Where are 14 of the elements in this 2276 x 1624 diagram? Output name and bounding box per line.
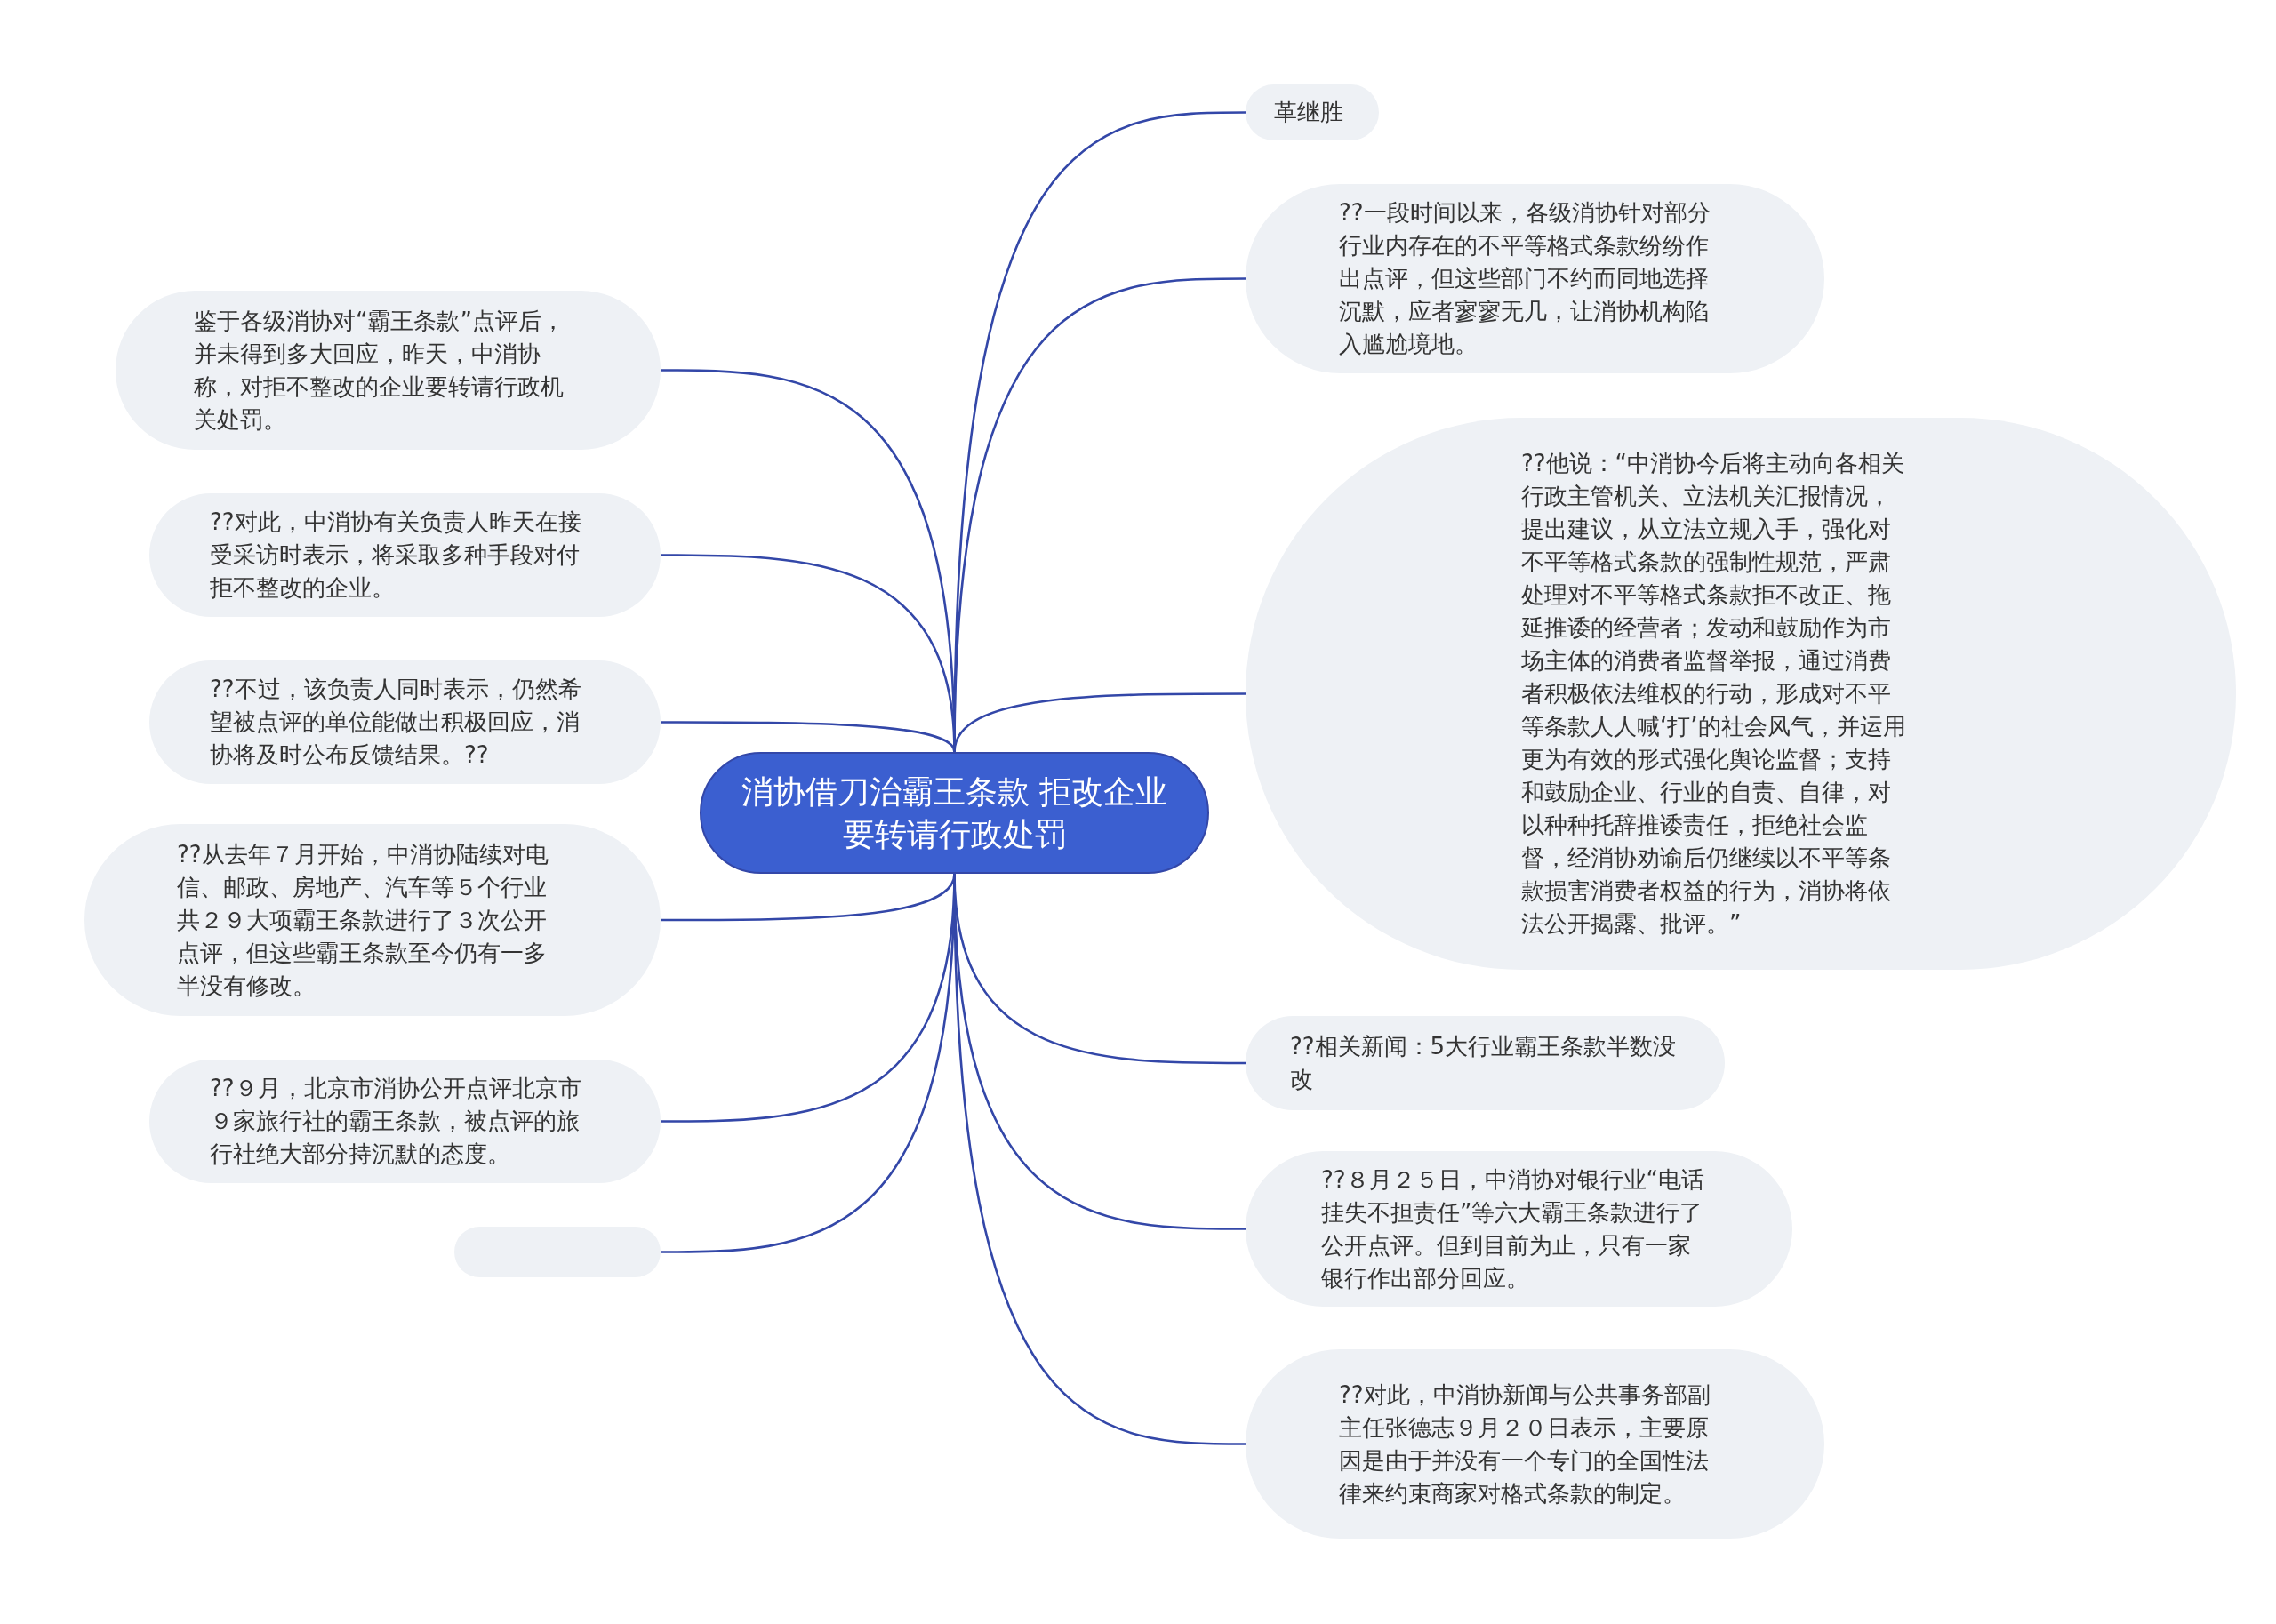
topic-text: 革继胜 <box>1274 98 1344 127</box>
topic-text: ??８月２５日，中消协对银行业“电话挂失不担责任”等六大霸王条款进行了公开点评。但到目前为止，只有一家银行作出部分回应。 <box>1321 1164 1706 1293</box>
topic-title: 消协借刀治霸王条款 拒改企业要转请行政处罚 <box>740 772 1169 854</box>
topic-text: 鉴于各级消协对“霸王条款”点评后，并未得到多大回应，昨天，中消协称，对拒不整改的企业要转请行政机关处罚。 <box>194 306 565 435</box>
connector-line <box>661 721 956 753</box>
topic-text: ??从去年７月开始，中消协陆续对电信、邮政、房地产、汽车等５个行业共２９大项霸王条款进行了３次公开点评，但这些霸王条款至今仍有一多半没有修改。 <box>177 839 549 1001</box>
topic-text: ??不过，该负责人同时表示，仍然希望被点评的单位能做出积极回应，消协将及时公布反馈结果。?? <box>210 675 582 770</box>
topic-text: ??９月，北京市消协公开点评北京市９家旅行社的霸王条款，被点评的旅行社绝大部分持沉默的态度。 <box>210 1074 582 1169</box>
topic-text: ??对此，中消协有关负责人昨天在接受采访时表示，将采取多种手段对付拒不整改的企业。 <box>210 508 582 603</box>
topic-text: ??他说：“中消协今后将主动向各相关行政主管机关、立法机关汇报情况，提出建议，从立法立规入手，强化对不平等格式条款的强制性规范，严肃处理对不平等格式条款拒不改正、拖延推诿的经营者；发动和鼓励作为市场主体的消费者监督举报，通过消费者积极依法维权的行动，形成对不平等条款人人喊‘打’的社会风气，并运用更为有效的形式强化舆论监督；支持和鼓励企业、行业的自责、自律，对以种种托辞推诿责任，拒绝社会监督，经消协劝谕后仍继续以不平等条款损害消费者权益的行为，消协将依法公开揭露、批评。” <box>1521 449 1907 939</box>
topic-text: ??一段时间以来，各级消协针对部分行业内存在的不平等格式条款纷纷作出点评，但这些部门不约而同地选择沉默，应者寥寥无几，让消协机构陷入尴尬境地。 <box>1339 198 1711 359</box>
topic-text: ??相关新闻：5大行业霸王条款半数没改 <box>1290 1032 1678 1094</box>
topic-bubble <box>454 1227 661 1277</box>
topic-text: ??对此，中消协新闻与公共事务部副主任张德志９月２０日表示，主要原因是由于并没有一个专门的全国性法律来约束商家对格式条款的制定。 <box>1339 1380 1711 1508</box>
